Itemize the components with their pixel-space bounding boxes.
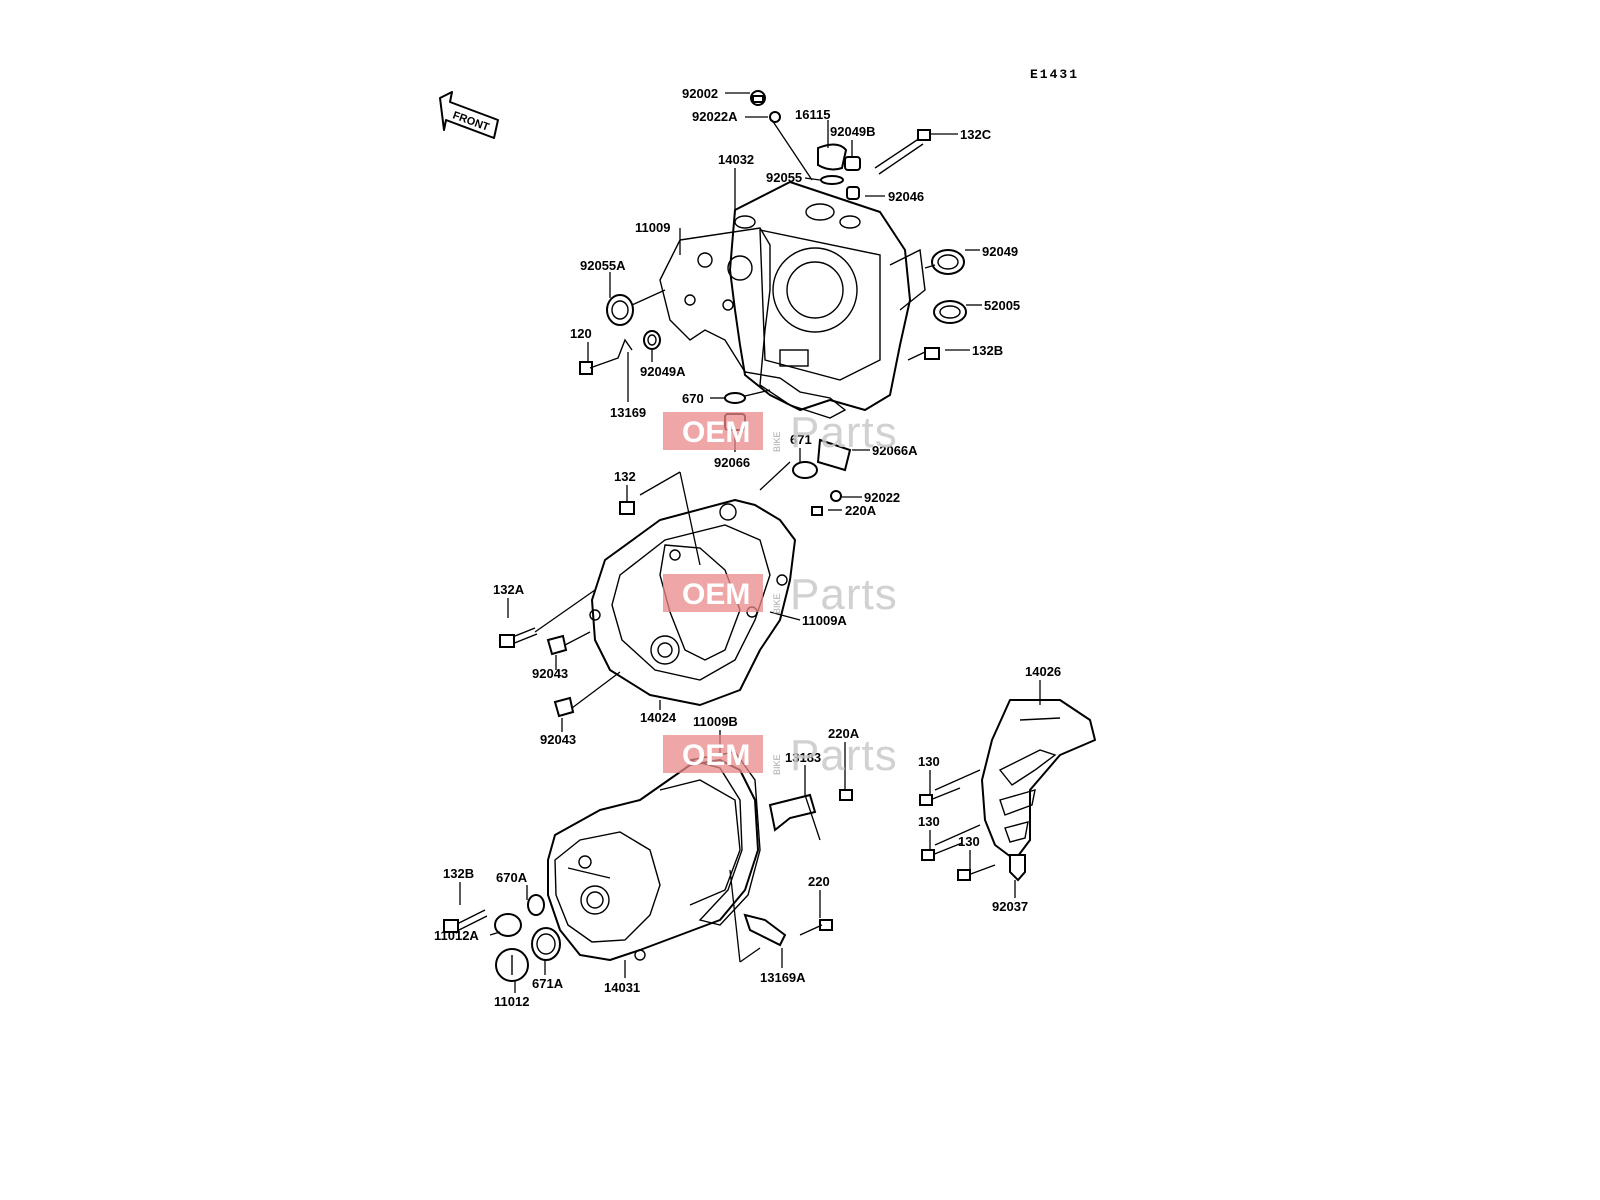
front-arrow: FRONT bbox=[439, 91, 499, 139]
part-label: 220A bbox=[828, 726, 860, 741]
part-label: 52005 bbox=[984, 298, 1020, 313]
part-labels: 92002 92022A 16115 92049B 132C 14032 920… bbox=[434, 86, 1061, 1009]
part-label: 130 bbox=[918, 754, 940, 769]
part-label: 92055 bbox=[766, 170, 802, 185]
gasket-11009 bbox=[659, 227, 847, 419]
part-label: 130 bbox=[918, 814, 940, 829]
part-label: 671 bbox=[790, 432, 812, 447]
part-label: 92037 bbox=[992, 899, 1028, 914]
part-label: 92066A bbox=[872, 443, 918, 458]
part-label: 670A bbox=[496, 870, 528, 885]
bottom-small-parts bbox=[443, 789, 853, 982]
gasket-11009B bbox=[689, 751, 761, 926]
svg-text:BIKE: BIKE bbox=[772, 593, 782, 614]
part-label: 670 bbox=[682, 391, 704, 406]
part-label: 120 bbox=[570, 326, 592, 341]
part-label: 92043 bbox=[540, 732, 576, 747]
part-label: 92049B bbox=[830, 124, 876, 139]
part-label: 92049A bbox=[640, 364, 686, 379]
part-label: 220 bbox=[808, 874, 830, 889]
part-label: 11009B bbox=[693, 714, 738, 729]
part-label: 14031 bbox=[604, 980, 640, 995]
part-label: 92043 bbox=[532, 666, 568, 681]
part-label: 13169A bbox=[760, 970, 806, 985]
part-label: 132B bbox=[972, 343, 1003, 358]
part-label: 11009A bbox=[802, 613, 847, 628]
leader-lines bbox=[459, 92, 1041, 993]
svg-text:OEM: OEM bbox=[682, 578, 750, 611]
part-label: 13169 bbox=[610, 405, 646, 420]
part-label: 671A bbox=[532, 976, 564, 991]
watermark-2: OEM BIKE Parts bbox=[663, 570, 898, 619]
part-label: 11009 bbox=[635, 220, 670, 235]
part-label: 220A bbox=[845, 503, 877, 518]
middle-small-parts bbox=[499, 501, 635, 718]
part-label: 92002 bbox=[682, 86, 718, 101]
svg-text:Parts: Parts bbox=[790, 731, 898, 780]
part-label: 11012 bbox=[494, 994, 529, 1009]
svg-text:Parts: Parts bbox=[790, 570, 898, 619]
watermark-1: OEM BIKE Parts bbox=[663, 408, 898, 457]
part-label: 92046 bbox=[888, 189, 924, 204]
part-label: 14026 bbox=[1025, 664, 1061, 679]
sprocket-cover-14026 bbox=[919, 699, 1096, 882]
generator-cover-14031 bbox=[547, 759, 759, 961]
part-label: 132C bbox=[960, 127, 992, 142]
watermark-3: OEM BIKE Parts bbox=[663, 731, 898, 780]
part-label: 132B bbox=[443, 866, 474, 881]
part-label: 132 bbox=[614, 469, 636, 484]
svg-text:OEM: OEM bbox=[682, 739, 750, 772]
svg-text:Parts: Parts bbox=[790, 408, 898, 457]
part-label: 16115 bbox=[795, 107, 830, 122]
diagram-code: E1431 bbox=[1030, 67, 1079, 82]
svg-text:BIKE: BIKE bbox=[772, 431, 782, 452]
right-side-cover-14032 bbox=[729, 181, 926, 411]
part-label: 130 bbox=[958, 834, 980, 849]
part-label: 132A bbox=[493, 582, 525, 597]
svg-text:BIKE: BIKE bbox=[772, 754, 782, 775]
svg-text:OEM: OEM bbox=[682, 416, 750, 449]
part-label: 92049 bbox=[982, 244, 1018, 259]
part-label: 92055A bbox=[580, 258, 626, 273]
part-label: 14032 bbox=[718, 152, 754, 167]
part-label: 92066 bbox=[714, 455, 750, 470]
small-parts-top bbox=[579, 90, 967, 516]
part-label: 92022 bbox=[864, 490, 900, 505]
part-label: 13183 bbox=[785, 750, 821, 765]
part-label: 92022A bbox=[692, 109, 738, 124]
part-label: 14024 bbox=[640, 710, 677, 725]
part-label: 11012A bbox=[434, 928, 479, 943]
